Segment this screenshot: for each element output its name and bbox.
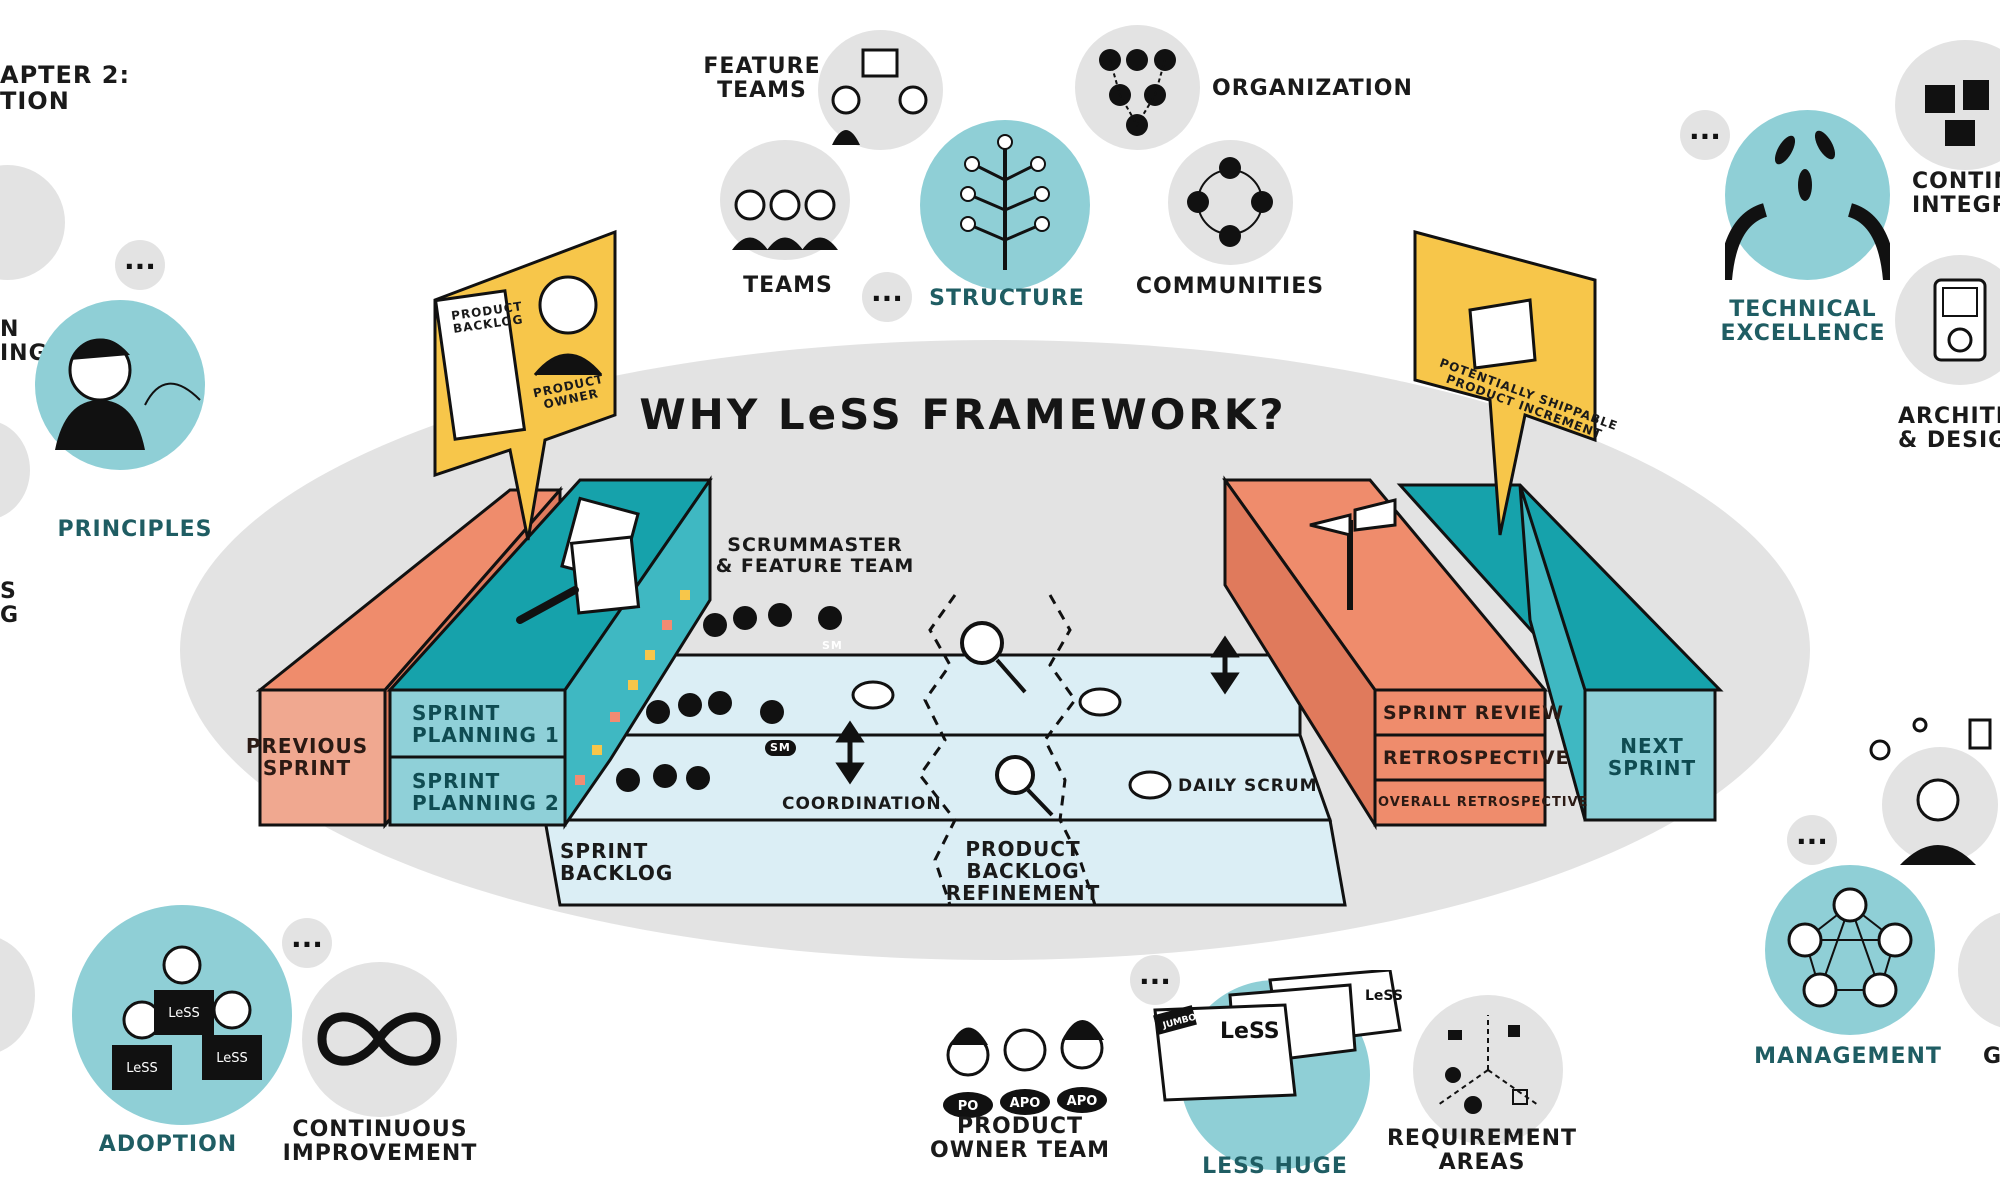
sm-badge: SM: [822, 639, 843, 652]
three-people-icon: [732, 189, 838, 250]
manager-juggling-icon: [1869, 717, 1998, 865]
sticky-notes: [575, 590, 690, 785]
feature-teams-circle[interactable]: [818, 30, 943, 150]
magnifier-icons: [960, 621, 1054, 817]
music-player-icon: [1933, 278, 1987, 362]
people-cheering-icon: LeSS LeSS LeSS: [112, 945, 262, 1090]
principles-circle[interactable]: [35, 300, 205, 470]
overall-retrospective-label: OVERALL RETROSPECTIVE: [1378, 795, 1589, 810]
network-people-icon: [1787, 887, 1913, 1008]
floor-arrows: [835, 635, 1240, 785]
product-owner-team-icon: PO APO APO: [943, 1020, 1107, 1118]
svg-text:LeSS: LeSS: [1365, 988, 1403, 1004]
retrospective-label: RETROSPECTIVE: [1383, 747, 1570, 769]
continuous-integration-circle[interactable]: [1895, 40, 2000, 170]
structure-circle[interactable]: [920, 120, 1090, 290]
teams-label: TEAMS: [743, 273, 833, 298]
sprint-review-label: SPRINT REVIEW: [1383, 702, 1565, 724]
more-topics-button[interactable]: ...: [282, 918, 332, 968]
adoption-label: ADOPTION: [98, 1132, 238, 1157]
more-topics-button[interactable]: ...: [1130, 955, 1180, 1005]
chapter-heading: APTER 2:TION: [0, 61, 131, 116]
diagram-title: WHY LeSS FRAMEWORK?: [639, 390, 1287, 439]
technical-excellence-circle[interactable]: [1725, 110, 1890, 280]
coordination-label: COORDINATION: [782, 794, 942, 814]
svg-text:LeSS: LeSS: [216, 1051, 248, 1066]
sm-badge-2: SM: [765, 740, 796, 757]
go-label: G: [1983, 1044, 2000, 1069]
sprint-planning-block: [386, 475, 713, 830]
continuous-improvement-circle[interactable]: [302, 962, 457, 1117]
sprint-floor: [542, 594, 1347, 907]
daily-scrum-label: DAILY SCRUM: [1178, 776, 1318, 796]
teams-circle[interactable]: [720, 140, 850, 260]
tree-icon: [960, 134, 1050, 270]
puzzle-icon: [1925, 80, 1989, 146]
team-heads: [616, 603, 842, 792]
product-owner-callout: [433, 229, 617, 541]
next-sprint-block: [1396, 483, 1724, 822]
speech-bubbles: [851, 680, 1172, 800]
organization-circle[interactable]: [1075, 25, 1200, 150]
management-circle[interactable]: [1765, 865, 1935, 1035]
adoption-circle[interactable]: LeSS LeSS LeSS: [72, 905, 292, 1125]
review-block: [1222, 475, 1549, 831]
principles-label: PRINCIPLES: [57, 517, 213, 542]
svg-text:LeSS: LeSS: [126, 1061, 158, 1076]
juggler-icon: [1725, 130, 1890, 280]
more-topics-button[interactable]: ...: [1787, 815, 1837, 865]
gift-handover-icon: [831, 48, 928, 145]
architecture-label: ARCHITEC& DESIG: [1898, 404, 2000, 454]
teacher-icon: [55, 338, 201, 450]
structure-label: STRUCTURE: [929, 286, 1085, 311]
management-label: MANAGEMENT: [1754, 1044, 1942, 1069]
less-huge-label: LESS HUGE: [1202, 1154, 1348, 1179]
svg-text:LeSS: LeSS: [1220, 1019, 1280, 1044]
svg-text:PO: PO: [958, 1099, 979, 1114]
communities-circle[interactable]: [1168, 140, 1293, 265]
architecture-circle[interactable]: [1895, 255, 2000, 385]
community-circle-icon: [1187, 157, 1273, 247]
org-chart-icon: [1099, 49, 1176, 136]
organization-label: ORGANIZATION: [1212, 76, 1413, 101]
svg-text:LeSS: LeSS: [168, 1006, 200, 1021]
more-topics-button[interactable]: ...: [115, 240, 165, 290]
svg-text:APO: APO: [1010, 1096, 1041, 1111]
continuous-integration-label: CONTINUINTEGRA: [1912, 169, 2000, 219]
more-topics-button[interactable]: ...: [1680, 110, 1730, 160]
svg-text:APO: APO: [1067, 1094, 1098, 1109]
more-topics-button[interactable]: ...: [862, 272, 912, 322]
communities-label: COMMUNITIES: [1135, 274, 1325, 299]
requirement-areas-circle[interactable]: [1413, 995, 1563, 1145]
jumbo-boxes-icon: JUMBO LeSS LeSS: [1153, 970, 1403, 1102]
increment-callout: [1413, 230, 1597, 536]
scrummaster-label: SCRUMMASTER& FEATURE TEAM: [715, 534, 915, 577]
sorted-shapes-icon: [1437, 1015, 1539, 1114]
infinity-icon: [317, 1012, 441, 1066]
